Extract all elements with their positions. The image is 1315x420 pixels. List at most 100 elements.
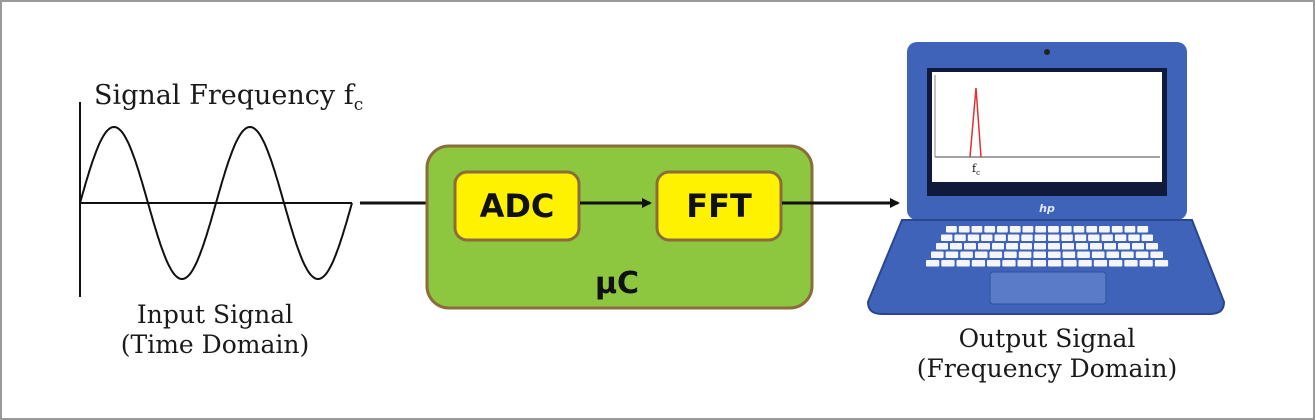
peak-label-text: f — [972, 162, 977, 175]
keyboard-key — [1077, 251, 1090, 258]
keyboard-key — [971, 260, 986, 267]
laptop-illustration: fc hp — [866, 42, 1226, 315]
keyboard-key — [1091, 251, 1105, 258]
keyboard-key — [1048, 260, 1062, 267]
keyboard-key — [1106, 251, 1120, 258]
adc-block — [453, 170, 581, 242]
keyboard-key — [967, 234, 980, 241]
keyboard-key — [1062, 243, 1074, 250]
keyboard-key — [1007, 234, 1020, 241]
keyboard-key — [1020, 243, 1032, 250]
laptop-touchpad — [989, 271, 1107, 305]
keyboard-key — [964, 243, 976, 250]
keyboard-key — [1099, 226, 1110, 233]
keyboard-key — [960, 251, 973, 258]
keyboard-key — [1121, 251, 1134, 258]
keyboard-key — [936, 243, 948, 250]
keyboard-key — [1063, 260, 1077, 267]
keyboard-key — [1139, 260, 1153, 267]
keyboard-key — [1033, 251, 1046, 258]
signal-title-text: Signal Frequency f — [94, 80, 354, 111]
keyboard-key — [994, 234, 1006, 241]
keyboard-key — [941, 260, 955, 267]
keyboard-key — [1048, 226, 1059, 233]
keyboard-key — [1141, 234, 1153, 241]
keyboard-key — [1018, 251, 1032, 258]
keyboard-key — [1093, 260, 1108, 267]
keyboard-key — [992, 243, 1004, 250]
keyboard-key — [1032, 260, 1047, 267]
keyboard-key — [931, 251, 944, 258]
keyboard-key — [1109, 260, 1123, 267]
keyboard-key — [1073, 226, 1085, 233]
keyboard-key — [971, 226, 983, 233]
keyboard-key — [1088, 234, 1100, 241]
keyboard-key — [981, 234, 993, 241]
keyboard-key — [946, 226, 957, 233]
keyboard-key — [1132, 243, 1144, 250]
keyboard-key — [1078, 260, 1092, 267]
keyboard-key — [1118, 243, 1130, 250]
keyboard-key — [926, 260, 940, 267]
spectrum-peak — [969, 87, 982, 158]
keyboard-key — [1034, 234, 1046, 241]
keyboard-key — [1154, 260, 1169, 267]
input-label-line2: (Time Domain) — [120, 330, 310, 359]
keyboard-key — [1135, 251, 1149, 258]
fft-block — [655, 170, 783, 242]
signal-frequency-title: Signal Frequency fc — [94, 80, 363, 115]
keyboard-key — [1002, 260, 1016, 267]
keyboard-key — [950, 243, 962, 250]
keyboard-key — [1104, 243, 1116, 250]
keyboard-key — [1061, 234, 1073, 241]
keyboard-key — [1101, 234, 1113, 241]
keyboard-key — [1060, 226, 1072, 233]
keyboard-key — [1017, 260, 1031, 267]
keyboard-key — [1137, 226, 1149, 233]
webcam-icon — [1044, 49, 1050, 55]
laptop-keyboard — [926, 226, 1169, 267]
keyboard-key — [1048, 243, 1060, 250]
keyboard-key — [1062, 251, 1076, 258]
keyboard-key — [1009, 226, 1021, 233]
keyboard-key — [978, 243, 990, 250]
keyboard-key — [958, 226, 970, 233]
keyboard-key — [1124, 226, 1136, 233]
output-label-line2: (Frequency Domain) — [916, 354, 1178, 383]
keyboard-key — [1076, 243, 1088, 250]
keyboard-key — [945, 251, 959, 258]
keyboard-key — [954, 234, 966, 241]
keyboard-key — [1090, 243, 1102, 250]
keyboard-key — [1034, 243, 1046, 250]
keyboard-key — [1048, 234, 1060, 241]
keyboard-key — [1035, 226, 1047, 233]
keyboard-key — [956, 260, 970, 267]
keyboard-key — [997, 226, 1008, 233]
hp-logo-text: hp — [1039, 202, 1055, 215]
keyboard-key — [1004, 251, 1017, 258]
keyboard-key — [1006, 243, 1018, 250]
keyboard-key — [1150, 251, 1163, 258]
output-label-line1: Output Signal — [958, 324, 1136, 353]
fft-label: FFT — [686, 187, 752, 225]
keyboard-key — [1124, 260, 1138, 267]
signal-title-subscript: c — [353, 95, 364, 115]
peak-fc-label: fc — [972, 162, 980, 177]
keyboard-key — [974, 251, 988, 258]
input-sine-wave — [79, 125, 353, 281]
keyboard-key — [1086, 226, 1098, 233]
keyboard-key — [1021, 234, 1033, 241]
microcontroller-label: μC — [595, 266, 639, 301]
keyboard-key — [984, 226, 996, 233]
keyboard-key — [1048, 251, 1061, 258]
keyboard-key — [1114, 234, 1127, 241]
input-label-line1: Input Signal — [136, 300, 294, 329]
input-signal-label: Input Signal (Time Domain) — [110, 300, 320, 360]
output-signal-label: Output Signal (Frequency Domain) — [887, 324, 1207, 384]
keyboard-key — [1128, 234, 1140, 241]
keyboard-key — [1022, 226, 1034, 233]
keyboard-key — [1146, 243, 1158, 250]
keyboard-key — [987, 260, 1001, 267]
